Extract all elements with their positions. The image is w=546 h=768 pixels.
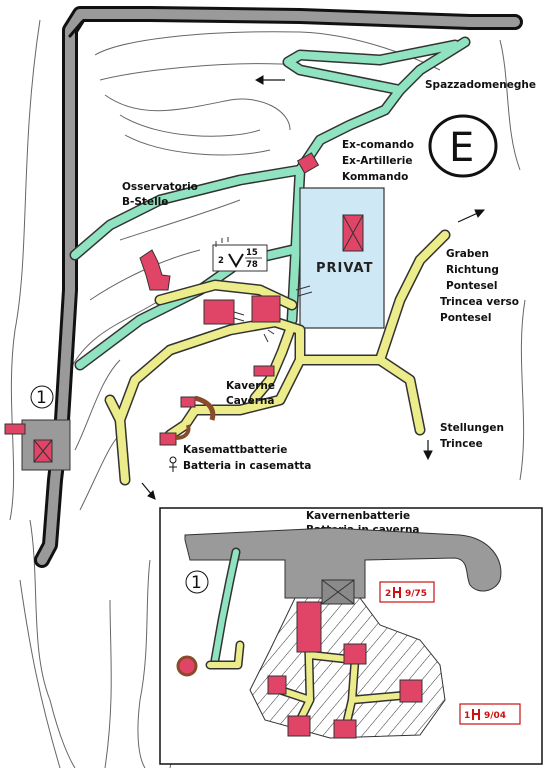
label-graben-5: Pontesel: [440, 312, 492, 324]
labels-main: Spazzadomeneghe Ex-comando Ex-Artillerie…: [122, 79, 536, 472]
main-road: [34, 6, 523, 568]
gun-caliber-top: 15: [246, 248, 258, 258]
label-kaverne-2: Caverna: [226, 395, 275, 407]
direction-letter: E: [449, 125, 474, 171]
label-spazzadomeneghe: Spazzadomeneghe: [425, 79, 536, 91]
marker-one-inset-label: 1: [191, 573, 202, 593]
private-area: PRIVAT: [299, 187, 385, 329]
battery-symbol-icon: [169, 456, 177, 472]
inset-top-count: 2: [385, 589, 391, 599]
marker-one-main: 1: [30, 385, 54, 409]
label-kavernenbatterie-1: Kavernenbatterie: [306, 510, 410, 522]
marker-one-main-label: 1: [36, 388, 47, 408]
private-label: PRIVAT: [316, 261, 373, 276]
gun-caliber-bottom: 78: [246, 260, 258, 270]
label-excomando-3: Kommando: [342, 171, 408, 183]
gate-area: [4, 419, 71, 471]
inset-bottom-count: 1: [464, 711, 470, 721]
label-graben-4: Trincea verso: [440, 296, 519, 308]
inset-road: [184, 527, 502, 599]
gun-count-main: 2: [218, 256, 224, 266]
label-excomando-2: Ex-Artillerie: [342, 155, 412, 167]
label-graben-1: Graben: [446, 248, 489, 260]
label-excomando-1: Ex-comando: [342, 139, 414, 151]
label-kaverne-1: Kaverne: [226, 380, 275, 392]
label-graben-2: Richtung: [446, 264, 499, 276]
cave-marks: [233, 285, 313, 343]
inset-top-caliber: 9/75: [405, 589, 427, 599]
label-kasematt-2: Batteria in casematta: [183, 460, 311, 472]
label-osservatorio-2: B-Stelle: [122, 196, 168, 208]
gun-marker-inset-bottom: 1 9/04: [459, 703, 521, 725]
label-stellungen-2: Trincee: [440, 438, 483, 450]
gun-marker-main: 2 15 78: [212, 237, 268, 272]
gun-marker-inset-top: 2 9/75: [379, 581, 435, 603]
arrow-left-top: [254, 75, 285, 85]
direction-arrows: [141, 209, 486, 500]
direction-circle: E: [428, 114, 498, 178]
label-graben-3: Pontesel: [446, 280, 498, 292]
label-osservatorio-1: Osservatorio: [122, 181, 198, 193]
label-stellungen-1: Stellungen: [440, 422, 504, 434]
inset-map: Kavernenbatterie Batteria in caverna: [159, 507, 543, 765]
inset-bottom-caliber: 9/04: [484, 711, 506, 721]
label-kasematt-1: Kasemattbatterie: [183, 444, 287, 456]
